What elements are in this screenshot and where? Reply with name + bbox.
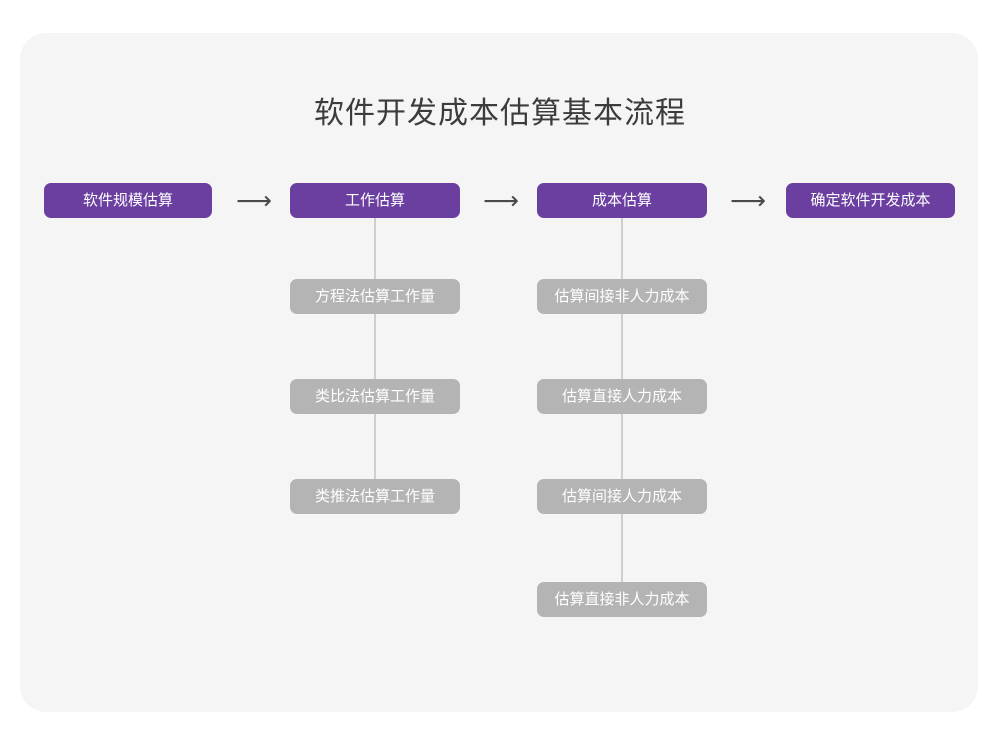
- branch-node-equation-method[interactable]: 方程法估算工作量: [290, 279, 460, 314]
- right-arrow-icon: ⟶: [483, 187, 519, 215]
- branch-node-direct-labor-cost[interactable]: 估算直接人力成本: [537, 379, 707, 414]
- right-arrow-icon: ⟶: [730, 187, 766, 215]
- page-title: 软件开发成本估算基本流程: [314, 97, 686, 130]
- branch-node-analogy-method[interactable]: 类比法估算工作量: [290, 379, 460, 414]
- flow-node-cost-estimation[interactable]: 成本估算: [537, 183, 707, 218]
- content-card: [20, 33, 978, 712]
- flow-node-determine-development-cost[interactable]: 确定软件开发成本: [786, 183, 955, 218]
- branch-node-indirect-nonlabor-cost[interactable]: 估算间接非人力成本: [537, 279, 707, 314]
- branch-node-indirect-labor-cost[interactable]: 估算间接人力成本: [537, 479, 707, 514]
- branch-node-analogical-method[interactable]: 类推法估算工作量: [290, 479, 460, 514]
- right-arrow-icon: ⟶: [236, 187, 272, 215]
- flow-node-effort-estimation[interactable]: 工作估算: [290, 183, 460, 218]
- flow-node-software-scale-estimation[interactable]: 软件规模估算: [44, 183, 212, 218]
- connector-line-effort-branch: [374, 218, 376, 480]
- branch-node-direct-nonlabor-cost[interactable]: 估算直接非人力成本: [537, 582, 707, 617]
